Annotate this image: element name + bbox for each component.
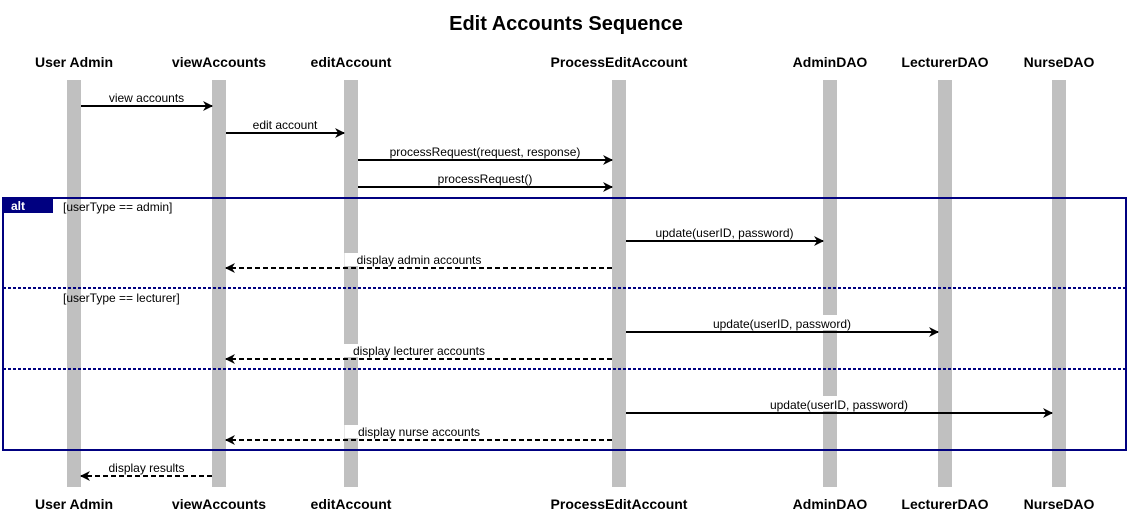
participant-top-4: AdminDAO: [793, 54, 868, 70]
participant-bottom-3: ProcessEditAccount: [551, 496, 688, 512]
alt-frame: alt [userType == admin] [userType == lectu…: [2, 197, 1127, 451]
participant-top-1: viewAccounts: [172, 54, 266, 70]
message-label-1: edit account: [253, 118, 318, 132]
message-label-bg-2: [374, 145, 596, 158]
message-label-bg-8: [757, 398, 921, 411]
message-label-3: processRequest(): [438, 172, 533, 186]
diagram-title: Edit Accounts Sequence: [449, 13, 683, 35]
message-label-bg-3: [430, 172, 540, 185]
lifeline-4: [823, 80, 837, 487]
lifeline-5: [938, 80, 952, 487]
participant-bottom-5: LecturerDAO: [901, 496, 988, 512]
participant-top-5: LecturerDAO: [901, 54, 988, 70]
message-label-7: display lecturer accounts: [353, 344, 485, 358]
message-label-bg-5: [344, 253, 494, 266]
alt-frame-border: [2, 197, 1127, 451]
participant-bottom-4: AdminDAO: [793, 496, 868, 512]
participant-top-6: NurseDAO: [1024, 54, 1095, 70]
message-label-5: display admin accounts: [357, 253, 482, 267]
participant-top-0: User Admin: [35, 54, 113, 70]
message-label-0: view accounts: [109, 91, 184, 105]
message-label-bg-7: [334, 344, 504, 357]
alt-label: alt: [11, 199, 25, 213]
alt-guard-0: [userType == admin]: [63, 200, 172, 214]
message-label-9: display nurse accounts: [358, 425, 480, 439]
messages: view accounts edit account processRequest(…: [80, 91, 1053, 481]
participant-bottom-1: viewAccounts: [172, 496, 266, 512]
alt-guard-1: [userType == lecturer]: [63, 291, 180, 305]
message-label-bg-4: [643, 226, 806, 239]
message-label-6: update(userID, password): [713, 317, 851, 331]
lifeline-3: [612, 80, 626, 487]
message-label-bg-1: [243, 118, 327, 131]
message-label-bg-0: [101, 91, 192, 104]
lifeline-6: [1052, 80, 1066, 487]
message-label-8: update(userID, password): [770, 398, 908, 412]
lifeline-1: [212, 80, 226, 487]
participant-bottom-0: User Admin: [35, 496, 113, 512]
message-label-bg-9: [344, 425, 494, 438]
participant-bottom-6: NurseDAO: [1024, 496, 1095, 512]
message-label-10: display results: [108, 461, 184, 475]
message-label-4: update(userID, password): [655, 226, 793, 240]
participant-bottom-2: editAccount: [311, 496, 392, 512]
lifeline-2: [344, 80, 358, 487]
lifelines: [67, 80, 1066, 487]
message-label-bg-6: [700, 317, 864, 330]
message-label-bg-10: [95, 461, 198, 474]
participant-top-2: editAccount: [311, 54, 392, 70]
alt-label-tab: [3, 198, 53, 213]
message-label-2: processRequest(request, response): [390, 145, 581, 159]
lifeline-0: [67, 80, 81, 487]
participant-top-3: ProcessEditAccount: [551, 54, 688, 70]
